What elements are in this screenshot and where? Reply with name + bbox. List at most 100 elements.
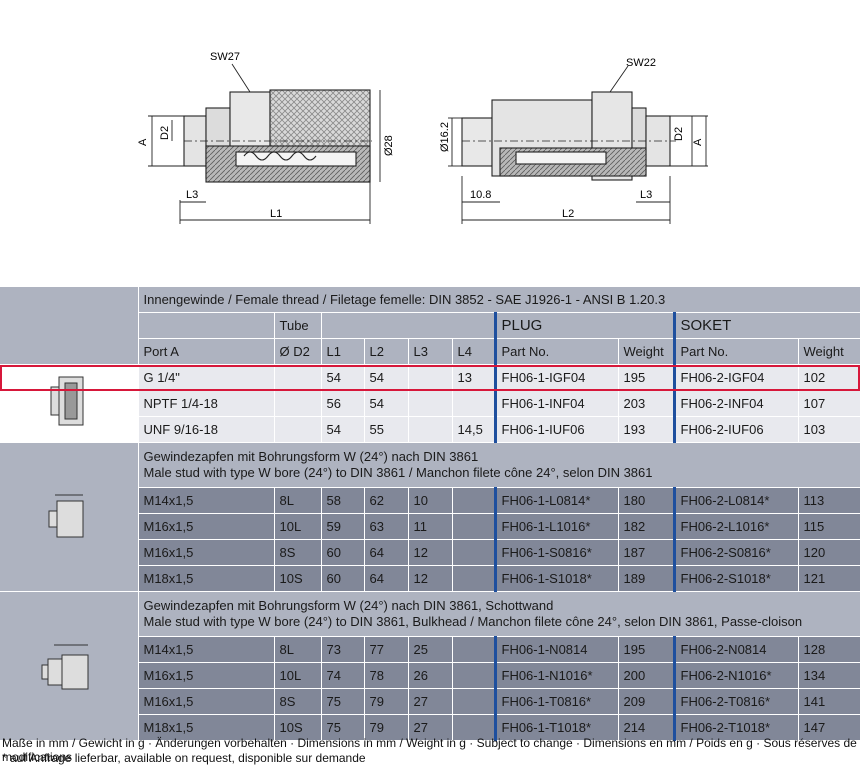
cell-weight-soket: 113 [798, 487, 860, 514]
cell-d2: 10S [274, 565, 322, 592]
table-row[interactable]: M16x1,5 8S 60 64 12 FH06-1-S0816* 187 FH… [0, 539, 860, 566]
cell-port: M14x1,5 [138, 487, 275, 514]
cell-part-plug: FH06-1-T0816* [493, 688, 619, 715]
cell-d2: 8S [274, 539, 322, 566]
l3-right-label: L3 [640, 189, 652, 201]
cell-l4: 14,5 [452, 416, 496, 443]
cell-d2 [274, 364, 322, 391]
col-weight-soket: Weight [798, 338, 860, 365]
cell-d2 [274, 416, 322, 443]
cell-part-plug: FH06-1-IGF04 [493, 364, 619, 391]
cell-port: NPTF 1/4-18 [138, 390, 275, 417]
cell-l3: 25 [408, 636, 453, 663]
table-row[interactable]: M16x1,5 10L 74 78 26 FH06-1-N1016* 200 F… [0, 662, 860, 689]
cell-l1: 56 [321, 390, 365, 417]
table-row[interactable]: M14x1,5 8L 73 77 25 FH06-1-N0814 195 FH0… [0, 636, 860, 663]
cell-l3: 12 [408, 565, 453, 592]
cell-d2: 10S [274, 714, 322, 741]
cell-weight-soket: 103 [798, 416, 860, 443]
cell-part-soket: FH06-2-T1018* [672, 714, 799, 741]
plug-label: PLUG [493, 312, 675, 339]
cell-l4 [452, 487, 496, 514]
soket-label: SOKET [672, 312, 860, 339]
col-l2: L2 [364, 338, 409, 365]
cell-weight-soket: 128 [798, 636, 860, 663]
cell-part-plug: FH06-1-INF04 [493, 390, 619, 417]
cell-weight-plug: 214 [618, 714, 675, 741]
cell-part-soket: FH06-2-N0814 [672, 636, 799, 663]
cell-l2: 54 [364, 390, 409, 417]
cell-l1: 54 [321, 416, 365, 443]
cell-d2: 10L [274, 662, 322, 689]
table-row[interactable]: UNF 9/16-18 54 55 14,5 FH06-1-IUF06 193 … [0, 416, 860, 443]
thread-header: Innengewinde / Female thread / Filetage … [138, 287, 860, 313]
cell-weight-plug: 180 [618, 487, 675, 514]
cell-weight-soket: 102 [798, 364, 860, 391]
cell-l1: 73 [321, 636, 365, 663]
cell-l4 [452, 390, 496, 417]
cell-l1: 54 [321, 364, 365, 391]
cell-port: M16x1,5 [138, 662, 275, 689]
cell-l1: 60 [321, 539, 365, 566]
section3-title: Gewindezapfen mit Bohrungsform W (24°) n… [138, 591, 860, 637]
cell-l2: 55 [364, 416, 409, 443]
table-row[interactable]: M18x1,5 10S 60 64 12 FH06-1-S1018* 189 F… [0, 565, 860, 592]
cell-port: M18x1,5 [138, 714, 275, 741]
table-row[interactable]: M16x1,5 8S 75 79 27 FH06-1-T0816* 209 FH… [0, 688, 860, 715]
cell-weight-plug: 203 [618, 390, 675, 417]
cell-part-soket: FH06-2-N1016* [672, 662, 799, 689]
l2-label: L2 [562, 208, 574, 220]
col-l1: L1 [321, 338, 365, 365]
table-row[interactable]: G 1/4" 54 54 13 FH06-1-IGF04 195 FH06-2-… [0, 364, 860, 443]
cell-l2: 64 [364, 565, 409, 592]
cell-l1: 60 [321, 565, 365, 592]
col-part-soket: Part No. [672, 338, 799, 365]
cell-d2: 8L [274, 487, 322, 514]
cell-l3 [408, 364, 453, 391]
cell-port: M18x1,5 [138, 565, 275, 592]
table-row[interactable]: M16x1,5 10L 59 63 11 FH06-1-L1016* 182 F… [0, 513, 860, 540]
cell-l4 [452, 662, 496, 689]
section2-line2: Male stud with type W bore (24°) to DIN … [143, 465, 653, 480]
sw22-label: SW22 [626, 57, 656, 69]
table-row[interactable]: M14x1,5 8L 58 62 10 FH06-1-L0814* 180 FH… [0, 487, 860, 514]
col-port: Port A [138, 338, 275, 365]
cell-part-plug: FH06-1-S1018* [493, 565, 619, 592]
technical-drawing: SW27 A D2 Ø28 L3 L1 SW22 Ø16.2 D2 A 10.8… [137, 51, 708, 224]
cell-l2: 77 [364, 636, 409, 663]
d2-right-label: D2 [673, 127, 685, 141]
table-row[interactable]: M18x1,5 10S 75 79 27 FH06-1-T1018* 214 F… [0, 714, 860, 741]
cell-l2: 79 [364, 688, 409, 715]
sw27-label: SW27 [210, 51, 240, 63]
table-row[interactable]: NPTF 1/4-18 56 54 FH06-1-INF04 203 FH06-… [0, 390, 860, 417]
dia28-label: Ø28 [383, 135, 395, 156]
cell-l3 [408, 390, 453, 417]
cell-weight-soket: 120 [798, 539, 860, 566]
cell-l1: 58 [321, 487, 365, 514]
cell-l4 [452, 636, 496, 663]
cell-weight-plug: 200 [618, 662, 675, 689]
cell-weight-soket: 115 [798, 513, 860, 540]
cell-l2: 78 [364, 662, 409, 689]
cell-port: UNF 9/16-18 [138, 416, 275, 443]
cell-part-plug: FH06-1-N1016* [493, 662, 619, 689]
cell-l4 [452, 714, 496, 741]
cell-part-soket: FH06-2-S1018* [672, 565, 799, 592]
cell-weight-soket: 134 [798, 662, 860, 689]
dimensions-left [148, 63, 381, 224]
cell-part-plug: FH06-1-L0814* [493, 487, 619, 514]
cell-part-plug: FH06-1-L1016* [493, 513, 619, 540]
cell-port: M16x1,5 [138, 539, 275, 566]
bulkhead-stud-icon [0, 591, 139, 741]
a-right-label: A [692, 138, 704, 146]
column-header-row: Port A Ø D2 L1 L2 L3 L4 Part No. Weight … [0, 338, 860, 365]
section2-line1: Gewindezapfen mit Bohrungsform W (24°) n… [143, 449, 479, 464]
cell-l1: 59 [321, 513, 365, 540]
d2-left-label: D2 [159, 126, 171, 140]
cell-l2: 54 [364, 364, 409, 391]
cell-l3: 27 [408, 714, 453, 741]
cell-port: M16x1,5 [138, 513, 275, 540]
cell-weight-soket: 121 [798, 565, 860, 592]
cell-l2: 63 [364, 513, 409, 540]
cell-d2: 8S [274, 688, 322, 715]
